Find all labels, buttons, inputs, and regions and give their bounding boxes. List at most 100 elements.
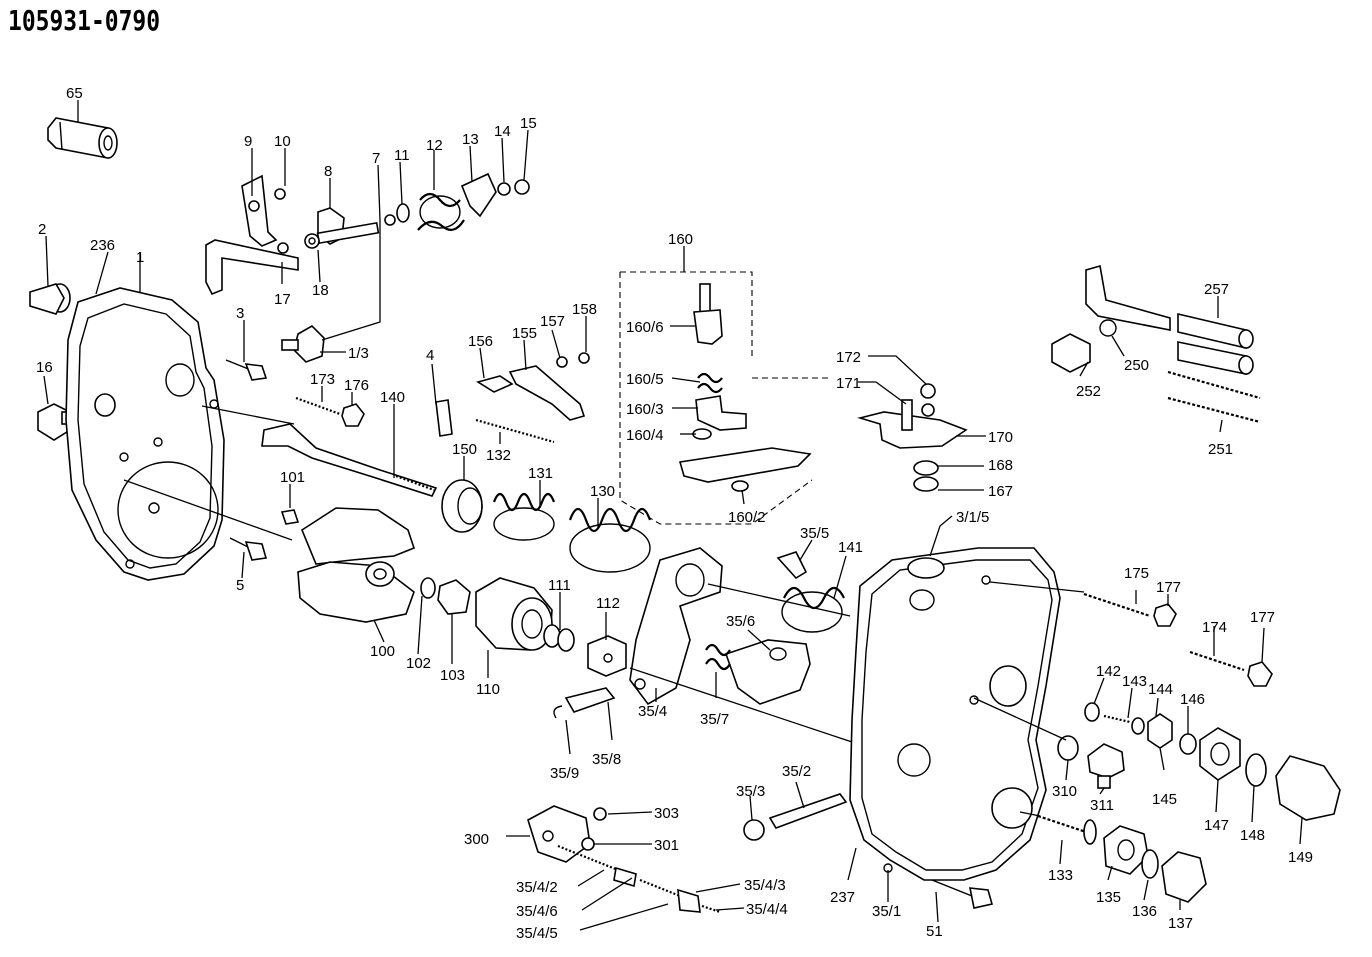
callout-137: 137 <box>1168 915 1193 932</box>
callout-311: 311 <box>1090 797 1114 814</box>
callout-111: 111 <box>548 577 571 594</box>
callout-160-4: 160/4 <box>626 427 664 444</box>
part-143-spring <box>1103 714 1131 724</box>
callout-35-4: 35/4 <box>638 703 667 720</box>
callout-160-6: 160/6 <box>626 319 664 336</box>
callout-146: 146 <box>1180 691 1205 708</box>
part-110-sleeve <box>475 577 553 651</box>
part-149-cap-nut <box>1275 755 1341 821</box>
callout-168: 168 <box>988 457 1013 474</box>
part-35-2-shaft <box>768 793 848 829</box>
part-4-clip <box>435 399 453 437</box>
part-310-washer <box>1057 735 1079 761</box>
callout-171: 171 <box>836 375 861 392</box>
callout-144: 144 <box>1148 681 1173 698</box>
callout-132: 132 <box>486 447 511 464</box>
part-112-block <box>587 635 627 677</box>
part-100-flyweights <box>297 507 415 623</box>
callout-100: 100 <box>370 643 395 660</box>
callout-16: 16 <box>36 359 53 376</box>
callout-160: 160 <box>668 231 693 248</box>
callout-140: 140 <box>380 389 405 406</box>
callout-112: 112 <box>596 595 620 612</box>
callout-160-3: 160/3 <box>626 401 664 418</box>
callout-18: 18 <box>312 282 329 299</box>
part-311-bolt <box>1087 743 1125 789</box>
part-173-stud <box>295 396 365 427</box>
callout-142: 142 <box>1096 663 1121 680</box>
callout-236: 236 <box>90 237 115 254</box>
part-35-1-housing <box>849 547 1061 881</box>
part-146-washer <box>1179 733 1197 755</box>
callout-251: 251 <box>1208 441 1233 458</box>
part-12-spring-assembly <box>384 172 530 231</box>
callout-17: 17 <box>274 291 291 308</box>
part-51-screw <box>931 879 994 909</box>
callout-9: 9 <box>244 133 252 150</box>
callout-160-2: 160/2 <box>728 509 766 526</box>
callout-175: 175 <box>1124 565 1149 582</box>
part-1-governor-cover <box>65 287 225 581</box>
part-144-washer <box>1131 717 1145 735</box>
callout-250: 250 <box>1124 357 1149 374</box>
part-35-6-bracket <box>724 639 811 705</box>
part-133-plug <box>1037 814 1097 845</box>
callout-174: 174 <box>1202 619 1227 636</box>
callout-156: 156 <box>468 333 493 350</box>
callout-300: 300 <box>464 831 489 848</box>
callout-35-4-6: 35/4/6 <box>516 903 558 920</box>
callout-10: 10 <box>274 133 291 150</box>
part-148-washer <box>1245 753 1267 787</box>
part-8-18-shaft <box>304 207 380 249</box>
callout-147: 147 <box>1204 817 1229 834</box>
callout-177b: 177 <box>1250 609 1275 626</box>
part-1-3-nut <box>281 325 325 363</box>
callout-35-4-2: 35/4/2 <box>516 879 558 896</box>
callout-130: 130 <box>590 483 615 500</box>
diagram-title: 105931-0790 <box>8 4 161 37</box>
callout-1-3: 1/3 <box>348 345 369 362</box>
callout-15: 15 <box>520 115 537 132</box>
callout-160-5: 160/5 <box>626 371 664 388</box>
callout-143: 143 <box>1122 673 1147 690</box>
part-175-stud <box>1083 592 1177 627</box>
callout-110: 110 <box>476 681 500 698</box>
callout-11: 11 <box>394 147 410 164</box>
callout-12: 12 <box>426 137 443 154</box>
part-35-4-lever <box>629 547 723 706</box>
part-35-5-clip <box>776 551 808 580</box>
callout-35-6: 35/6 <box>726 613 755 630</box>
part-35-8-pin <box>564 687 616 713</box>
callout-35-8: 35/8 <box>592 751 621 768</box>
callout-35-4-4: 35/4/4 <box>746 901 788 918</box>
callout-257: 257 <box>1204 281 1229 298</box>
callout-14: 14 <box>494 123 511 140</box>
part-102-washer <box>420 577 436 599</box>
part-35-9-clip <box>553 705 563 719</box>
callout-8: 8 <box>324 163 332 180</box>
callout-35-4-5: 35/4/5 <box>516 925 558 942</box>
callout-145: 145 <box>1152 791 1177 808</box>
part-160-assembly <box>619 271 830 525</box>
callout-35-9: 35/9 <box>550 765 579 782</box>
callout-35-7: 35/7 <box>700 711 729 728</box>
part-3-screw <box>225 359 268 381</box>
callout-1: 1 <box>136 249 144 266</box>
callout-172: 172 <box>836 349 861 366</box>
part-65-sleeve <box>47 117 118 159</box>
part-251-springs <box>1167 370 1261 424</box>
part-155-lever <box>475 352 590 444</box>
part-136-washer <box>1141 849 1159 879</box>
part-142-washer <box>1084 702 1100 722</box>
callout-149: 149 <box>1288 849 1313 866</box>
callout-13: 13 <box>462 131 479 148</box>
part-252-bolt <box>1051 333 1091 373</box>
part-9-17-lever <box>205 174 299 296</box>
callout-170: 170 <box>988 429 1013 446</box>
part-300-block <box>527 805 607 863</box>
callout-136: 136 <box>1132 903 1157 920</box>
callout-65: 65 <box>66 85 83 102</box>
callout-155: 155 <box>512 325 537 342</box>
